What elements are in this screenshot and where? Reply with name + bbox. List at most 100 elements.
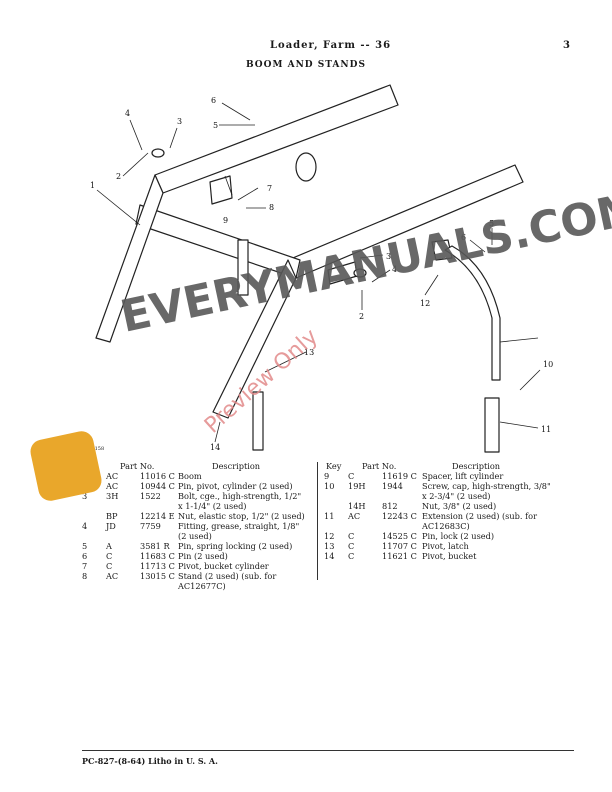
- callout-11: 11: [541, 425, 551, 434]
- part-number: 13015 C: [140, 571, 175, 581]
- part-description: Stand (2 used) (sub. for: [178, 571, 277, 581]
- part-key: 9: [324, 471, 330, 481]
- part-prefix: BP: [106, 511, 118, 521]
- part-key: 4: [82, 521, 88, 531]
- part-number: 11683 C: [140, 551, 175, 561]
- part-key: 11: [324, 511, 335, 521]
- table-row: (2 used): [82, 531, 314, 541]
- boom-back-leg: [95, 174, 164, 343]
- pivot-pin-top: [151, 148, 165, 158]
- part-description: Screw, cap, high-strength, 3/8": [422, 481, 551, 491]
- callout-8: 8: [269, 203, 274, 212]
- cylinder-stub: [295, 152, 317, 182]
- part-description: Nut, elastic stop, 1/2" (2 used): [178, 511, 305, 521]
- callout-12: 12: [420, 299, 430, 308]
- part-description: Bolt, cge., high-strength, 1/2": [178, 491, 302, 501]
- page-header: Loader, Farm -- 36 3: [0, 40, 612, 54]
- table-header: Key Part No. Description: [82, 461, 314, 471]
- part-prefix: C: [106, 561, 113, 571]
- callout-9: 9: [223, 216, 228, 225]
- watermark-logo: [28, 429, 104, 503]
- callout-group: 1 2 3 4 5 6 7 8 9 10 11 12 13 14 2 3 4 5…: [90, 96, 553, 452]
- callout-4: 4: [125, 109, 130, 118]
- part-description: Fitting, grease, straight, 1/8": [178, 521, 300, 531]
- part-key: 8: [82, 571, 88, 581]
- part-prefix: AC: [106, 571, 119, 581]
- part-number: 11016 C: [140, 471, 175, 481]
- part-key: 5: [82, 541, 88, 551]
- part-number: 3581 R: [140, 541, 170, 551]
- part-prefix: C: [348, 551, 355, 561]
- part-description: x 2-3/4" (2 used): [422, 491, 491, 501]
- part-description: Pin, pivot, cylinder (2 used): [178, 481, 293, 491]
- table-row: AC12677C): [82, 581, 314, 591]
- callout-10: 10: [543, 360, 553, 369]
- part-prefix: 14H: [348, 501, 366, 511]
- part-number: 11619 C: [382, 471, 417, 481]
- part-description: Pivot, bucket cylinder: [178, 561, 269, 571]
- extension-tube: [484, 397, 500, 453]
- callout-5-front: 5: [489, 219, 494, 228]
- boom-back-rail: [154, 84, 399, 194]
- description-header: Description: [212, 461, 261, 471]
- page-number: 3: [563, 40, 570, 51]
- part-description: Pin (2 used): [178, 551, 228, 561]
- table-row: 12 C 14525 C Pin, lock (2 used): [324, 531, 564, 541]
- callout-14: 14: [210, 443, 220, 452]
- part-description: AC12683C): [422, 521, 470, 531]
- boom-and-stands-diagram: 1 2 3 4 5 6 7 8 9 10 11 12 13 14 2 3 4 5…: [90, 84, 553, 453]
- part-prefix: AC: [106, 481, 119, 491]
- header-title: Loader, Farm -- 36: [270, 40, 392, 51]
- part-number: 11707 C: [382, 541, 417, 551]
- part-description: Pin, lock (2 used): [422, 531, 495, 541]
- table-row: x 2-3/4" (2 used): [324, 491, 564, 501]
- part-no-header: Part No.: [362, 461, 397, 471]
- part-description: Nut, 3/8" (2 used): [422, 501, 497, 511]
- part-key: 12: [324, 531, 335, 541]
- section-title: BOOM AND STANDS: [246, 60, 366, 70]
- part-description: Pivot, latch: [422, 541, 469, 551]
- front-stand: [252, 391, 264, 451]
- callout-6: 6: [211, 96, 216, 105]
- callout-13: 13: [304, 348, 314, 357]
- part-number: 14525 C: [382, 531, 417, 541]
- part-number: 1522: [140, 491, 161, 501]
- part-number: 11621 C: [382, 551, 417, 561]
- table-row: x 1-1/4" (2 used): [82, 501, 314, 511]
- part-key: 6: [82, 551, 88, 561]
- table-header: Key Part No. Description: [324, 461, 564, 471]
- part-prefix: C: [106, 551, 113, 561]
- part-key: 3: [82, 491, 88, 501]
- part-prefix: C: [348, 541, 355, 551]
- callout-6-front: 6: [461, 233, 466, 242]
- part-no-header: Part No.: [120, 461, 155, 471]
- table-row: 3 3H 1522 Bolt, cge., high-strength, 1/2": [82, 491, 314, 501]
- part-description: Pivot, bucket: [422, 551, 477, 561]
- part-prefix: C: [348, 531, 355, 541]
- extension-hook: [444, 245, 501, 381]
- part-description: Pin, spring locking (2 used): [178, 541, 293, 551]
- callout-1: 1: [90, 181, 95, 190]
- part-description: x 1-1/4" (2 used): [178, 501, 247, 511]
- part-description: AC12677C): [178, 581, 226, 591]
- parts-table-left: Key Part No. Description 1AC11016 CBoom2…: [82, 461, 314, 591]
- key-header: Key: [326, 461, 342, 471]
- part-number: 12214 E: [140, 511, 175, 521]
- part-description: Spacer, lift cylinder: [422, 471, 504, 481]
- part-prefix: 3H: [106, 491, 119, 501]
- cylinder-plate-back: [209, 175, 233, 205]
- pivot-pin-mid: [353, 268, 367, 278]
- part-number: 1944: [382, 481, 403, 491]
- part-key: 7: [82, 561, 88, 571]
